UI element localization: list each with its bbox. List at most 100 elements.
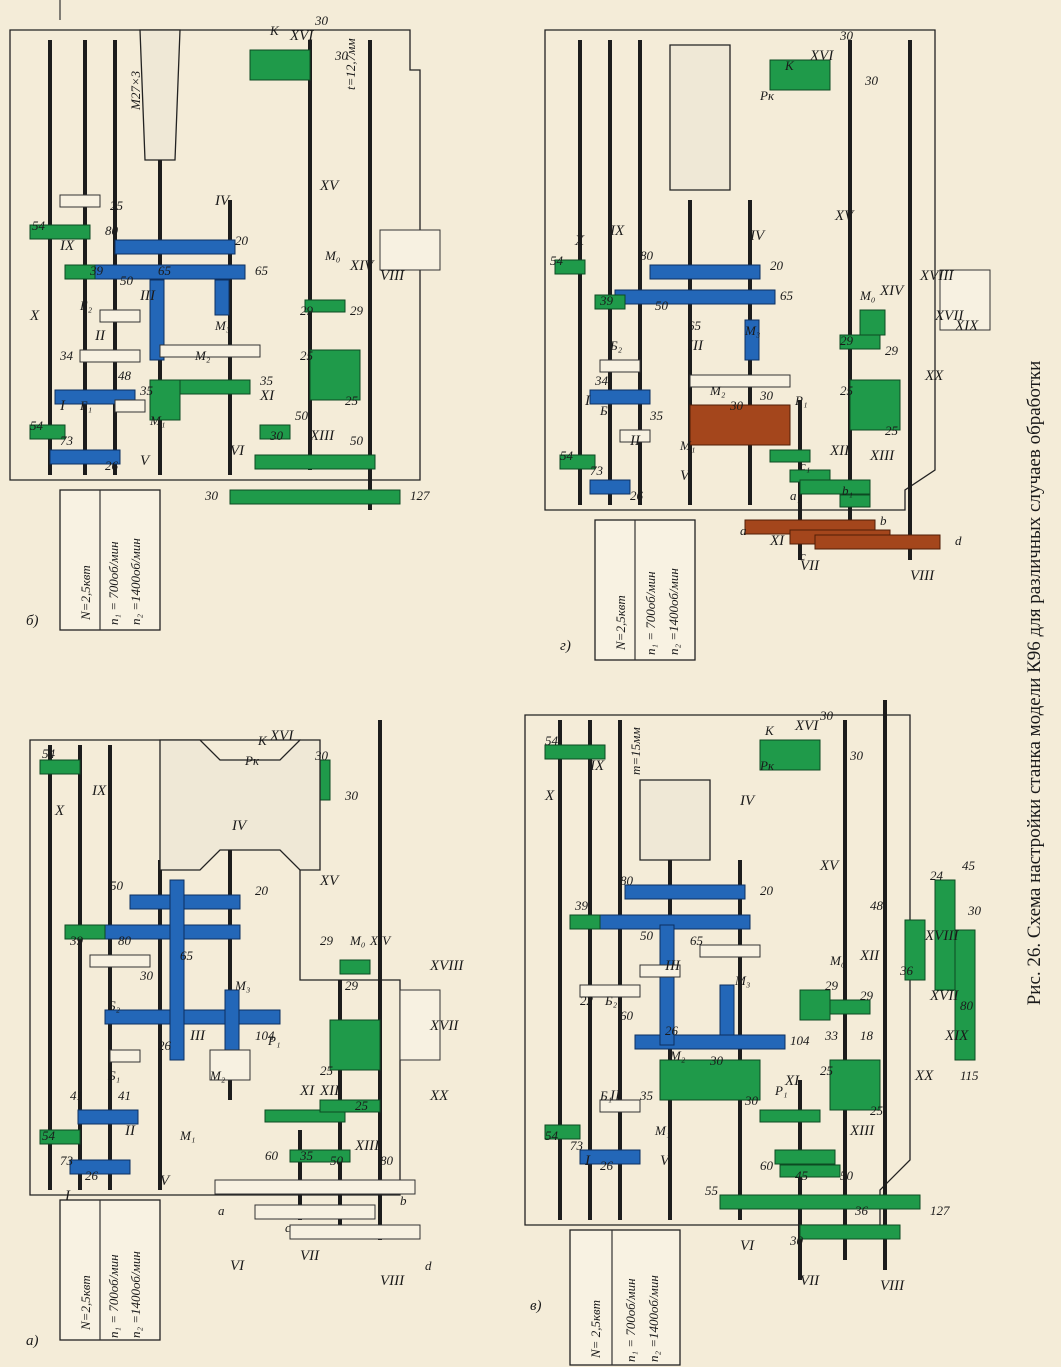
diagram-label: 30 xyxy=(709,1053,724,1068)
gear xyxy=(599,1099,641,1113)
diagram-label: М₀ xyxy=(349,933,365,948)
diagram-label: 104 xyxy=(255,1028,275,1043)
diagram-label: d xyxy=(425,1258,432,1273)
diagram-label: VIII xyxy=(380,1273,405,1289)
diagram-label: 30 xyxy=(344,788,359,803)
diagram-label: 35 xyxy=(299,1148,314,1163)
diagram-label: XIV xyxy=(879,283,905,299)
gear xyxy=(639,964,681,978)
diagram-label: IX xyxy=(91,783,107,799)
diagram-label: 25 xyxy=(885,423,899,438)
diagram-label: М₃ xyxy=(234,978,250,993)
gear xyxy=(259,424,291,440)
gear xyxy=(114,399,146,413)
diagram-label: 65 xyxy=(158,263,172,278)
diagram-label: 26 xyxy=(665,1023,679,1038)
diagram-label: XIV xyxy=(369,933,392,948)
gear xyxy=(634,1034,786,1050)
diagram-label: XIX xyxy=(954,318,979,334)
diagram-label: 29 xyxy=(860,988,874,1003)
diagram-label: VIII xyxy=(880,1278,905,1294)
gear-workpiece-g xyxy=(669,44,731,191)
gear xyxy=(614,289,776,305)
diagram-label: 54 xyxy=(550,253,564,268)
gear xyxy=(114,239,236,255)
diagram-label: X xyxy=(574,233,585,249)
diagram-label: c xyxy=(800,548,806,563)
diagram-label: Б₂ xyxy=(107,998,121,1013)
diagram-label: 35 xyxy=(139,383,154,398)
diagram-label: Р₁ xyxy=(774,1083,787,1098)
gear xyxy=(64,924,106,940)
gear xyxy=(799,479,871,495)
diagram-label: X xyxy=(54,803,65,819)
gear xyxy=(339,959,371,975)
diagram-label: XVI xyxy=(269,728,294,744)
diagram-label: II xyxy=(609,1088,621,1104)
diagram-label: 39 xyxy=(69,933,84,948)
tap-tool-b xyxy=(139,29,181,161)
gear xyxy=(829,1059,881,1111)
gear xyxy=(379,229,441,271)
diagram-label: N= 2,5квт xyxy=(588,1300,603,1359)
diagram-label: 39 xyxy=(89,263,104,278)
diagram-label: 20 xyxy=(760,883,774,898)
diagram-label: М₂ xyxy=(194,348,211,363)
gear xyxy=(689,404,791,446)
panel-b-label: б) xyxy=(26,613,39,629)
diagram-label: IX xyxy=(609,223,625,239)
diagram-label: 22 xyxy=(580,993,594,1008)
gear xyxy=(939,269,991,331)
gear xyxy=(649,264,761,280)
diagram-label: 39 xyxy=(574,898,589,913)
diagram-label: 80 xyxy=(380,1153,394,1168)
diagram-label: c₁ xyxy=(800,458,810,473)
diagram-label: 60 xyxy=(760,1158,774,1173)
diagram-label: b₁ xyxy=(842,483,853,498)
diagram-label: XI xyxy=(784,1073,800,1089)
gear xyxy=(689,374,791,388)
gear xyxy=(589,479,631,495)
gear xyxy=(59,194,101,208)
diagram-label: a xyxy=(740,523,747,538)
diagram-label: XX xyxy=(429,1088,449,1104)
diagram-label: 30 xyxy=(967,903,982,918)
gear xyxy=(309,349,361,401)
gear xyxy=(254,1204,376,1220)
gear xyxy=(799,1224,901,1240)
diagram-label: 20 xyxy=(255,883,269,898)
diagram-label: 30 xyxy=(204,488,219,503)
diagram-label: 25 xyxy=(870,1103,884,1118)
diagram-label: 39 xyxy=(599,293,614,308)
diagram-label: IV xyxy=(749,228,766,244)
diagram-label: XV xyxy=(319,178,340,194)
gear xyxy=(544,1124,581,1140)
gear xyxy=(39,1129,81,1145)
diagram-label: 25 xyxy=(355,1098,369,1113)
gear xyxy=(99,309,141,323)
panel-g-label: г) xyxy=(560,638,571,654)
diagram-label: V xyxy=(160,1173,171,1189)
diagram-label: XI xyxy=(769,533,785,549)
panel-v: в) N= 2,5квт n₁ = 700об/мин n₂ =1400об/м… xyxy=(524,700,982,1366)
diagram-label: М₁ xyxy=(679,438,695,453)
gear xyxy=(849,379,901,431)
diagram-label: VII xyxy=(300,1248,320,1264)
diagram-label: М₁ xyxy=(654,1123,670,1138)
diagram-label: 60 xyxy=(265,1148,279,1163)
diagram-label: Рк xyxy=(244,753,260,768)
diagram-label: 29 xyxy=(825,978,839,993)
diagram-label: 29 xyxy=(885,343,899,358)
diagram-label: Б₁ xyxy=(79,398,92,413)
diagram-label: Рк xyxy=(759,758,775,773)
diagram-label: 48 xyxy=(118,368,132,383)
diagram-label: XIV xyxy=(349,258,375,274)
diagram-label: XII xyxy=(829,443,850,459)
diagram-label: X xyxy=(29,308,40,324)
diagram-label: 25 xyxy=(300,348,314,363)
gear xyxy=(579,984,641,998)
pitch-label-b: t=12,7мм xyxy=(343,38,358,90)
diagram-label: 54 xyxy=(42,746,56,761)
gear xyxy=(254,454,376,470)
